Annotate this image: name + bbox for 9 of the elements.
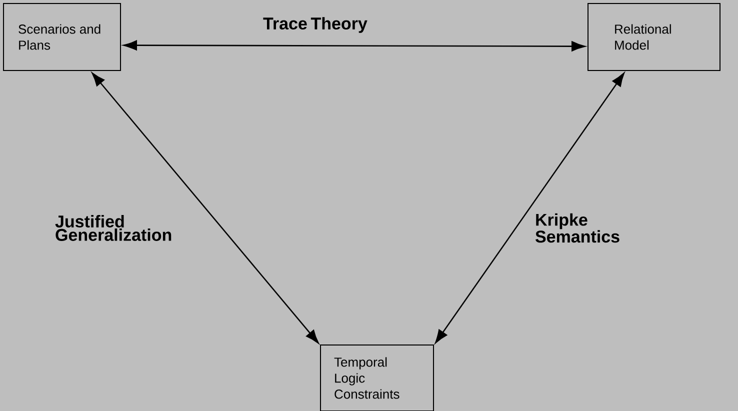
edge-label: Justified Generalization: [55, 215, 172, 241]
edge-label: Kripke Semantics: [536, 213, 620, 243]
concept-box: Relational Model: [588, 3, 720, 71]
concept-box: Temporal Logic Constraints: [320, 344, 434, 411]
concept-box: Scenarios and Plans: [3, 3, 121, 71]
edge-label: Trace Theory: [263, 17, 368, 33]
arrow: [123, 40, 586, 52]
arrow: [435, 72, 624, 344]
arrow: [92, 72, 319, 344]
